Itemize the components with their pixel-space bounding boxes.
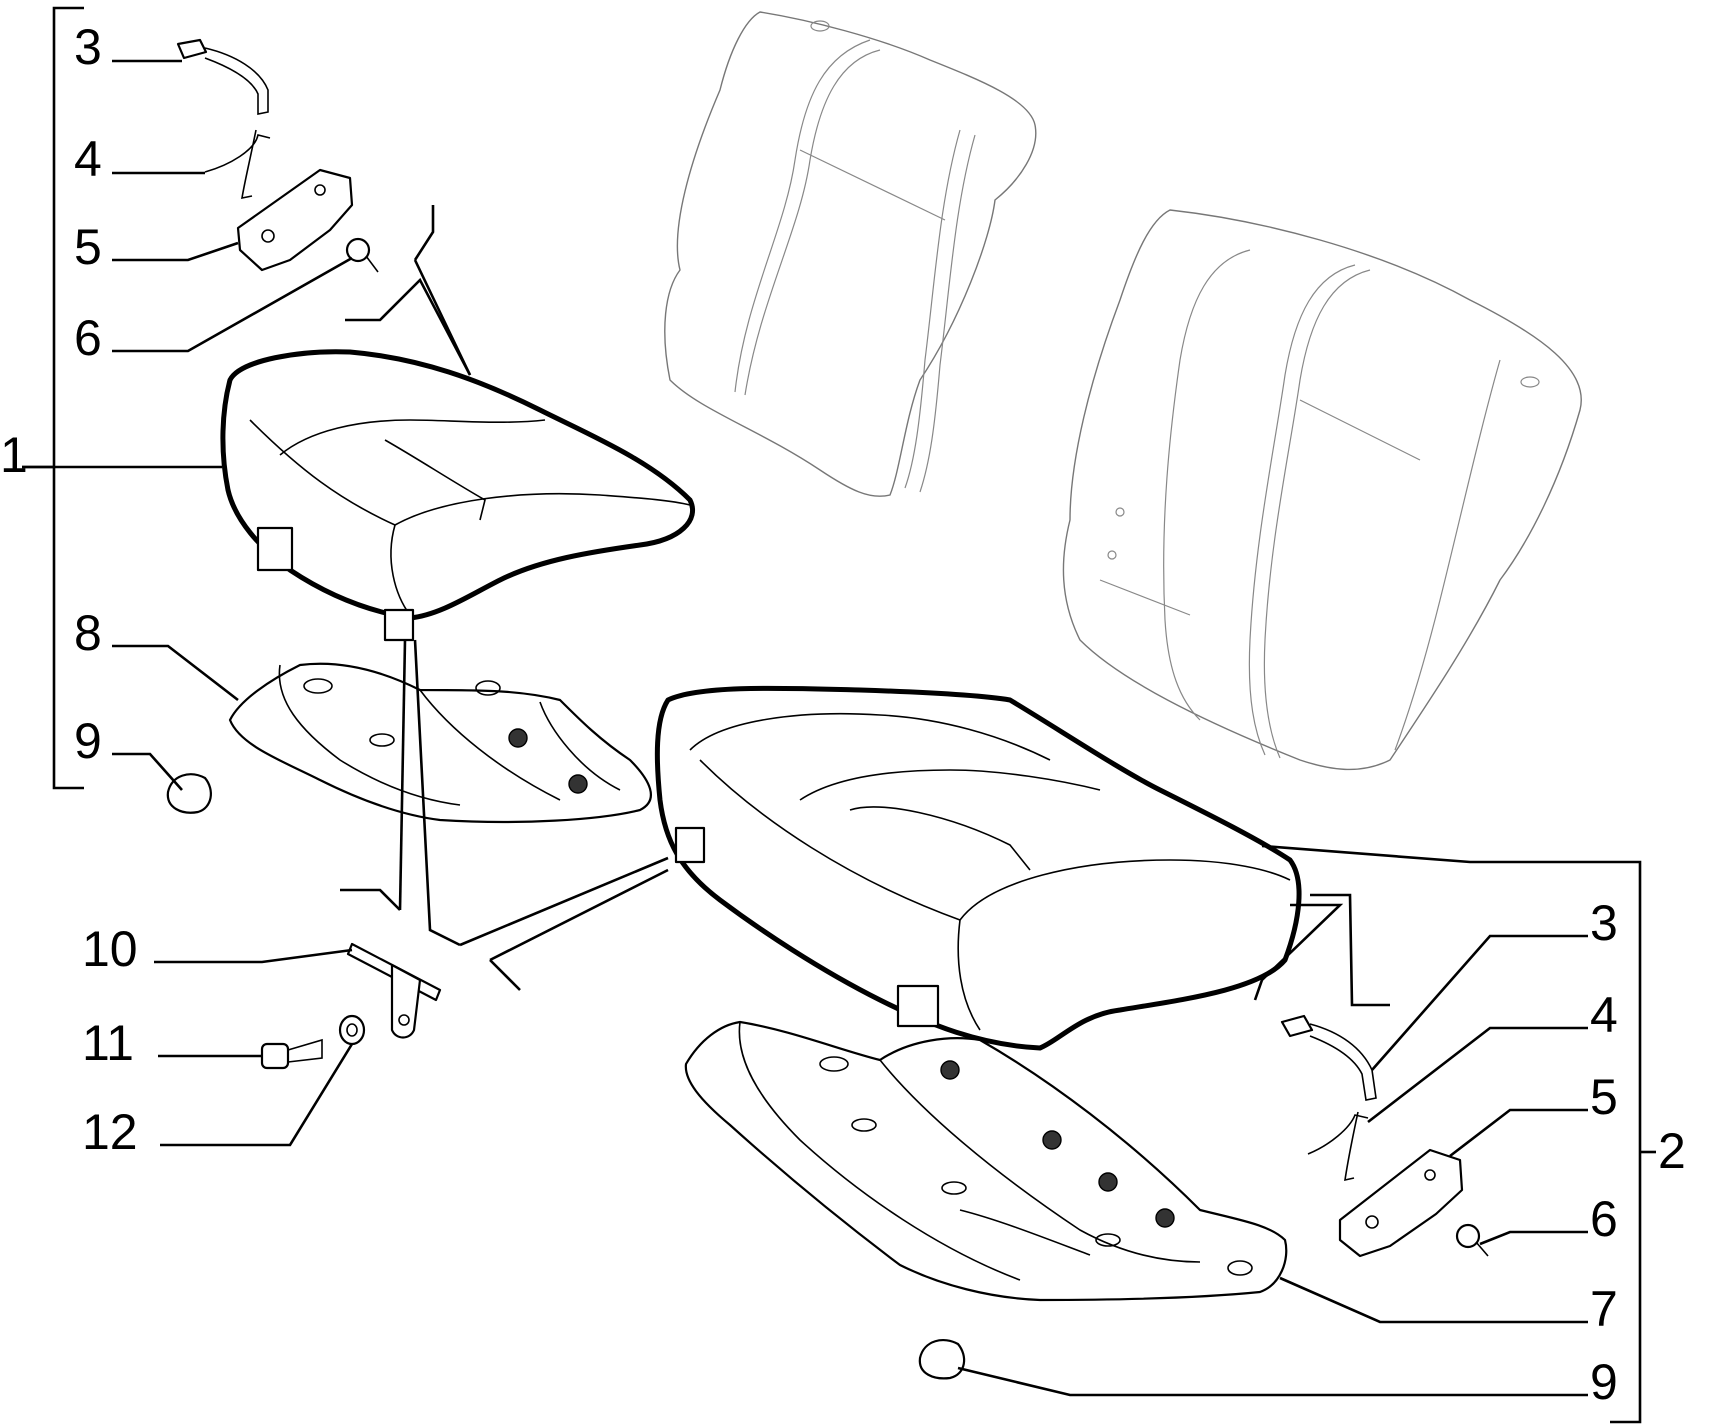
- callout-3-left: 3: [74, 19, 102, 75]
- callout-9-right: 9: [1590, 1354, 1618, 1410]
- part-9-clip-right: [918, 1339, 966, 1380]
- callout-3-right: 3: [1590, 895, 1618, 951]
- callout-6-right: 6: [1590, 1191, 1618, 1247]
- callout-4-right: 4: [1590, 987, 1618, 1043]
- seat-pan-right: [684, 1020, 1288, 1302]
- part-4-clip-top-left: [204, 129, 271, 200]
- assembly-guides: [340, 205, 1390, 1007]
- callout-5-right: 5: [1590, 1069, 1618, 1125]
- part-12-washer: [338, 1014, 366, 1046]
- callout-12: 12: [82, 1104, 138, 1160]
- part-6-fastener-top-left: [345, 237, 379, 273]
- part-5-bracket-right: [1338, 1148, 1464, 1258]
- part-4-clip-right: [1307, 1111, 1369, 1182]
- callout-11: 11: [82, 1015, 134, 1071]
- part-11-screw: [260, 1038, 323, 1070]
- leader-lines: [22, 59, 1588, 1397]
- part-5-bracket-top-left: [236, 168, 354, 272]
- seat-cushion-left: [220, 349, 695, 642]
- part-3-cable-right: [1280, 1014, 1377, 1101]
- callout-6-left: 6: [74, 310, 102, 366]
- callout-9-left: 9: [74, 713, 102, 769]
- group-bracket-2: [1261, 844, 1656, 1424]
- callout-5-left: 5: [74, 219, 102, 275]
- backrest-right-outline: [1062, 209, 1582, 771]
- callout-1: 1: [0, 427, 28, 483]
- group-bracket-1: [22, 6, 84, 790]
- part-6-fastener-right: [1455, 1223, 1489, 1257]
- callout-2: 2: [1658, 1123, 1686, 1179]
- callout-4-left: 4: [74, 131, 102, 187]
- backrest-left-outline: [664, 11, 1037, 497]
- callout-7: 7: [1590, 1281, 1618, 1337]
- part-9-clip-left: [166, 773, 212, 814]
- seat-cushion-right: [654, 685, 1302, 1051]
- callout-8: 8: [74, 605, 102, 661]
- seat-pan-left: [228, 662, 652, 824]
- part-3-cable-top-left: [176, 38, 269, 115]
- callout-10: 10: [82, 921, 138, 977]
